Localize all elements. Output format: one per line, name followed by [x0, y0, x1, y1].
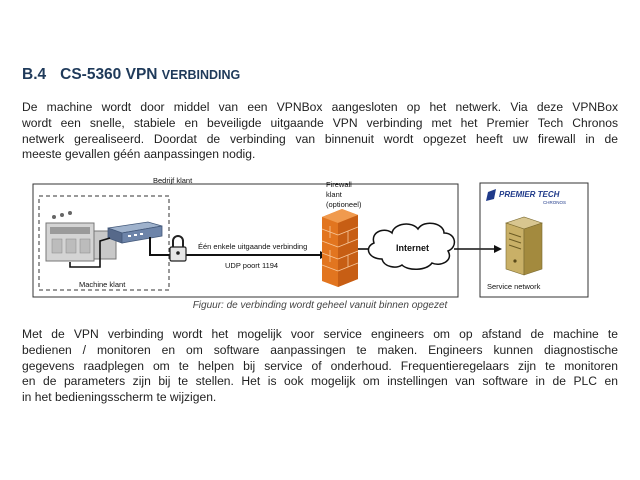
brand-name: PREMIER TECH	[499, 190, 560, 199]
vpn-connection-line	[149, 237, 320, 256]
company-boundary	[32, 183, 459, 298]
machine-boundary	[38, 195, 170, 291]
internet-label: Internet	[396, 243, 429, 253]
section-title: CS-5360 VPN	[60, 66, 158, 83]
firewall-label-2: klant	[326, 190, 343, 199]
text-line: wordt een snelle, stabiele en beveiligde…	[22, 115, 618, 130]
text-line: meeste gevallen géén aanpassingen nodig.	[22, 147, 256, 162]
vpnbox-icon	[107, 221, 163, 244]
premier-tech-logo: PREMIER TECH CHRONOS	[486, 189, 566, 205]
firewall-icon	[321, 209, 359, 287]
machine-cable	[69, 237, 111, 268]
text-line: in het bedieningsscherm te wijzigen.	[22, 390, 217, 405]
firewall-label-1: Firewall	[326, 180, 352, 189]
text-line: netwerk gerealiseerd. Doordat de verbind…	[22, 131, 618, 146]
text-line: en de parameters zijn bij te stellen. He…	[22, 374, 618, 389]
text-line: De machine wordt door middel van een VPN…	[22, 100, 618, 114]
lock-icon	[169, 235, 187, 262]
text-line: Met de VPN verbinding wordt het mogelijk…	[22, 327, 618, 341]
brand-sub: CHRONOS	[543, 200, 566, 205]
body-paragraph: Met de VPN verbinding wordt het mogelijk…	[22, 327, 618, 406]
server-icon	[505, 216, 543, 276]
firewall-label-3: (optioneel)	[326, 200, 362, 209]
service-network-boundary	[479, 182, 589, 298]
vpn-diagram: Bedrijf klant Machine klant	[30, 175, 610, 301]
section-heading: B.4 CS-5360 VPN VERBINDING	[22, 66, 240, 84]
section-title-caps: VERBINDING	[161, 68, 241, 82]
internet-cloud-icon	[367, 222, 456, 270]
text-line: bedienen / monitoren en om software aanp…	[22, 342, 618, 357]
vpn-diagram-svg: Bedrijf klant Machine klant	[32, 176, 589, 298]
connection-label: Één enkele uitgaande verbinding	[198, 242, 307, 251]
machine-label: Machine klant	[79, 280, 126, 289]
server-arrowhead	[494, 245, 502, 253]
company-label: Bedrijf klant	[153, 176, 193, 185]
service-network-label: Service network	[487, 282, 541, 291]
section-number: B.4	[22, 66, 47, 83]
port-label: UDP poort 1194	[225, 261, 278, 270]
figure-caption: Figuur: de verbinding wordt geheel vanui…	[192, 300, 448, 311]
intro-paragraph: De machine wordt door middel van een VPN…	[22, 100, 618, 163]
plc-icon	[45, 211, 117, 262]
text-line: gegevens raadplegen om te helpen bij ser…	[22, 358, 618, 373]
